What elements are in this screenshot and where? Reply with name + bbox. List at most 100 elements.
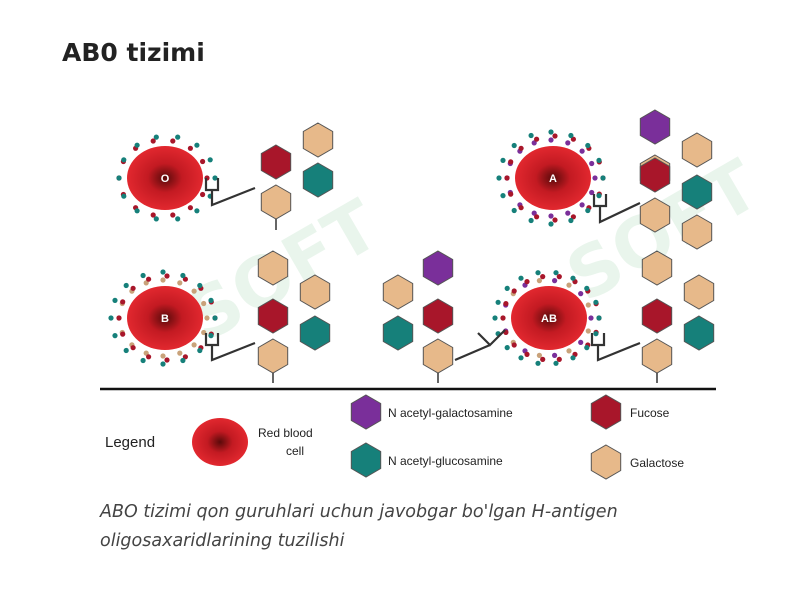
legend-galactose-hex	[590, 444, 622, 480]
antigen-spike-dot	[511, 207, 517, 214]
legend: Legend Red blood cell N acetyl-galactosa…	[105, 394, 684, 480]
legend-galnac-hex	[350, 394, 382, 430]
cell-ab-right-chain	[641, 250, 715, 383]
galactose-hex	[683, 274, 715, 310]
cell-b-chain	[257, 250, 331, 383]
antigen-spike-dot	[207, 157, 213, 163]
antigen-spike-dot	[112, 297, 118, 303]
antigen-spike-dot	[108, 315, 114, 321]
antigen-spike-dot	[585, 142, 591, 149]
legend-fucose-label: Fucose	[630, 406, 670, 420]
figure-caption: ABO tizimi qon guruhlari uchun javobgar …	[100, 502, 618, 551]
antigen-spike-dot	[191, 342, 197, 348]
antigen-spike-dot	[570, 355, 576, 361]
galactose-hex	[299, 274, 331, 310]
antigen-spike-dot	[568, 217, 574, 224]
antigen-spike-dot	[200, 191, 206, 198]
antigen-spike-dot	[150, 138, 156, 144]
galactose-hex	[257, 338, 289, 374]
antigen-spike-dot	[528, 132, 534, 139]
antigen-spike-dot	[121, 193, 127, 199]
antigen-spike-dot	[120, 331, 126, 337]
red-blood-cell-ab	[511, 286, 587, 350]
antigen-spike-dot	[150, 212, 156, 218]
cell-b-label: B	[161, 313, 169, 325]
antigen-spike-dot	[116, 315, 122, 321]
antigen-spike-dot	[518, 275, 524, 281]
antigen-spike-dot	[511, 342, 517, 348]
antigen-spike-dot	[500, 315, 506, 321]
antigen-spike-dot	[570, 136, 577, 142]
antigen-spike-dot	[180, 357, 186, 364]
antigen-spike-dot	[570, 275, 576, 281]
antigen-spike-dot	[596, 315, 602, 321]
galactose-hex	[257, 250, 289, 286]
antigen-spike-dot	[518, 145, 524, 151]
antigen-spike-dot	[556, 274, 562, 280]
antigen-spike-dot	[504, 345, 510, 351]
antigen-spike-dot	[212, 175, 218, 181]
antigen-spike-dot	[589, 160, 595, 167]
antigen-spike-dot	[592, 175, 598, 181]
antigen-spike-dot	[568, 132, 574, 139]
antigen-spike-dot	[208, 297, 214, 303]
antigen-spike-dot	[548, 129, 554, 135]
antigen-spike-dot	[112, 333, 118, 339]
antigen-spike-dot	[570, 214, 577, 220]
glcnac-hex	[683, 315, 715, 351]
antigen-spike-dot	[552, 352, 558, 358]
antigen-spike-dot	[578, 339, 584, 345]
antigen-spike-dot	[134, 142, 140, 148]
antigen-spike-dot	[200, 158, 206, 165]
legend-galactose-label: Galactose	[630, 456, 684, 470]
antigen-spike-dot	[496, 175, 502, 181]
antigen-spike-dot	[194, 142, 200, 148]
antigen-spike-dot	[201, 300, 207, 307]
antigen-spike-dot	[600, 175, 606, 181]
antigen-spike-dot	[130, 345, 136, 351]
page-title: AB0 tizimi	[62, 38, 205, 67]
legend-red-blood-cell-line2: cell	[286, 444, 304, 458]
antigen-spike-dot	[578, 291, 584, 297]
antigen-spike-dot	[146, 354, 152, 360]
antigen-spike-dot	[579, 148, 585, 154]
galactose-hex	[641, 338, 673, 374]
antigen-spike-dot	[524, 279, 530, 285]
antigen-spike-dot	[170, 212, 176, 218]
antigen-spike-dot	[495, 299, 501, 305]
galnac-hex	[422, 250, 454, 286]
antigen-spike-dot	[552, 217, 558, 223]
antigen-spike-dot	[534, 136, 540, 142]
antigen-spike-dot	[540, 274, 546, 280]
antigen-spike-dot	[197, 347, 203, 354]
antigen-spike-dot	[565, 140, 571, 146]
glcnac-hex	[681, 174, 713, 210]
cell-b-group: B	[108, 250, 331, 383]
antigen-spike-dot	[535, 360, 541, 366]
antigen-spike-dot	[182, 354, 188, 360]
legend-glcnac-hex	[350, 442, 382, 478]
cell-a-spikes	[496, 129, 606, 227]
red-blood-cell-a	[515, 146, 591, 210]
antigen-spike-dot	[164, 273, 170, 279]
galnac-hex	[639, 109, 671, 145]
glcnac-hex	[299, 315, 331, 351]
antigen-spike-dot	[187, 145, 193, 151]
antigen-spike-dot	[177, 280, 183, 286]
antigen-spike-dot	[511, 142, 517, 149]
cell-o-connector	[204, 178, 256, 207]
antigen-spike-dot	[500, 193, 506, 199]
antigen-spike-dot	[500, 157, 506, 163]
fucose-hex	[422, 298, 454, 334]
glcnac-hex	[302, 162, 334, 198]
antigen-spike-dot	[593, 299, 599, 305]
antigen-spike-dot	[553, 360, 559, 366]
legend-red-blood-cell	[192, 418, 248, 466]
antigen-spike-dot	[123, 282, 129, 289]
antigen-spike-dot	[585, 302, 591, 308]
antigen-spike-dot	[534, 214, 540, 220]
antigen-spike-dot	[584, 345, 590, 351]
antigen-spike-dot	[548, 213, 554, 219]
antigen-spike-dot	[177, 350, 183, 356]
antigen-spike-dot	[504, 175, 510, 181]
